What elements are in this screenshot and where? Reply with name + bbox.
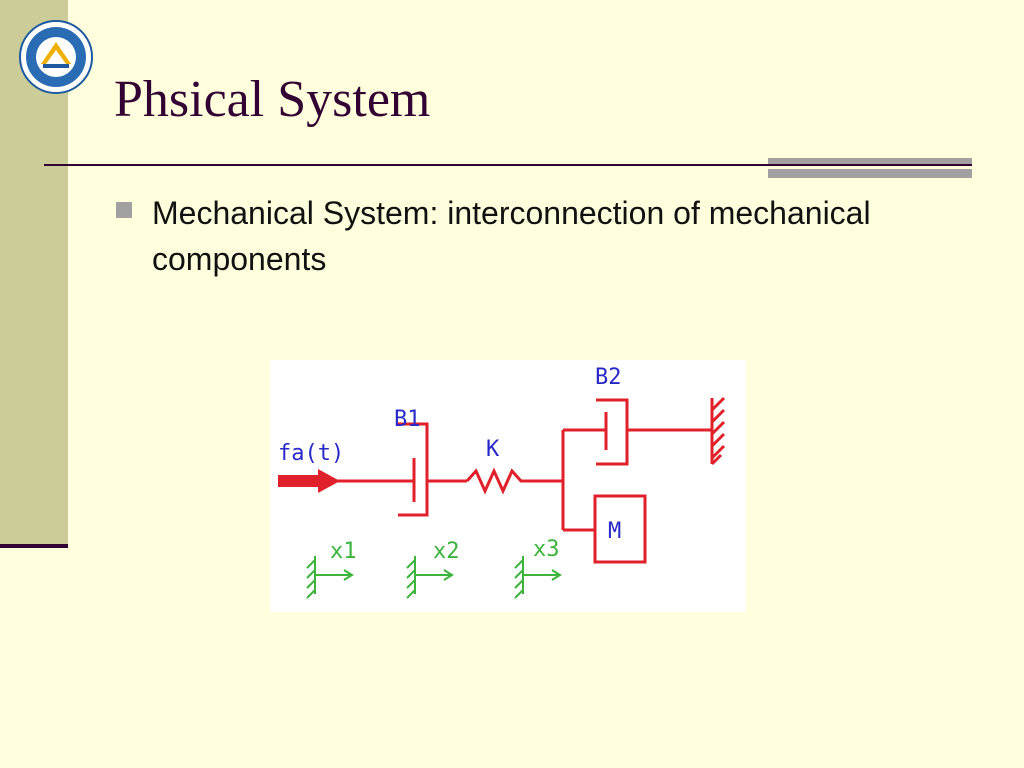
label-force: fa(t) (278, 441, 344, 466)
x2-reference-hatch (406, 559, 416, 599)
ground-hatch (710, 396, 726, 466)
logo-year: 1979 (48, 70, 63, 77)
bullet-square-icon (116, 202, 132, 218)
spring-k (465, 467, 540, 495)
slide-title: Phsical System (114, 71, 431, 128)
title-rule (44, 164, 972, 166)
mechanical-system-diagram: fa(t) B1 K B2 M x1 x2 x3 (270, 360, 746, 612)
label-x1: x1 (330, 539, 357, 564)
label-damper-b1: B1 (394, 407, 421, 432)
bullet-text: Mechanical System: interconnection of me… (152, 195, 871, 277)
label-x2: x2 (433, 539, 460, 564)
damper-b1-cylinder (398, 422, 429, 517)
label-x3: x3 (533, 537, 560, 562)
label-mass-m: M (608, 519, 621, 544)
force-arrow-icon (278, 469, 340, 493)
label-spring-k: K (486, 437, 500, 462)
mass-block (593, 494, 647, 564)
x1-arrow-head (343, 569, 354, 581)
title-rule-accent-bottom (768, 169, 972, 178)
university-logo: 1979 (19, 20, 93, 94)
x3-reference-hatch (514, 559, 524, 599)
x2-arrow-head (443, 569, 454, 581)
label-damper-b2: B2 (595, 365, 622, 390)
damper-b2-cylinder (596, 398, 629, 466)
title-rule-accent-top (768, 158, 972, 165)
side-band-accent (0, 544, 68, 548)
x1-reference-hatch (306, 559, 316, 599)
x3-arrow-head (551, 569, 562, 581)
